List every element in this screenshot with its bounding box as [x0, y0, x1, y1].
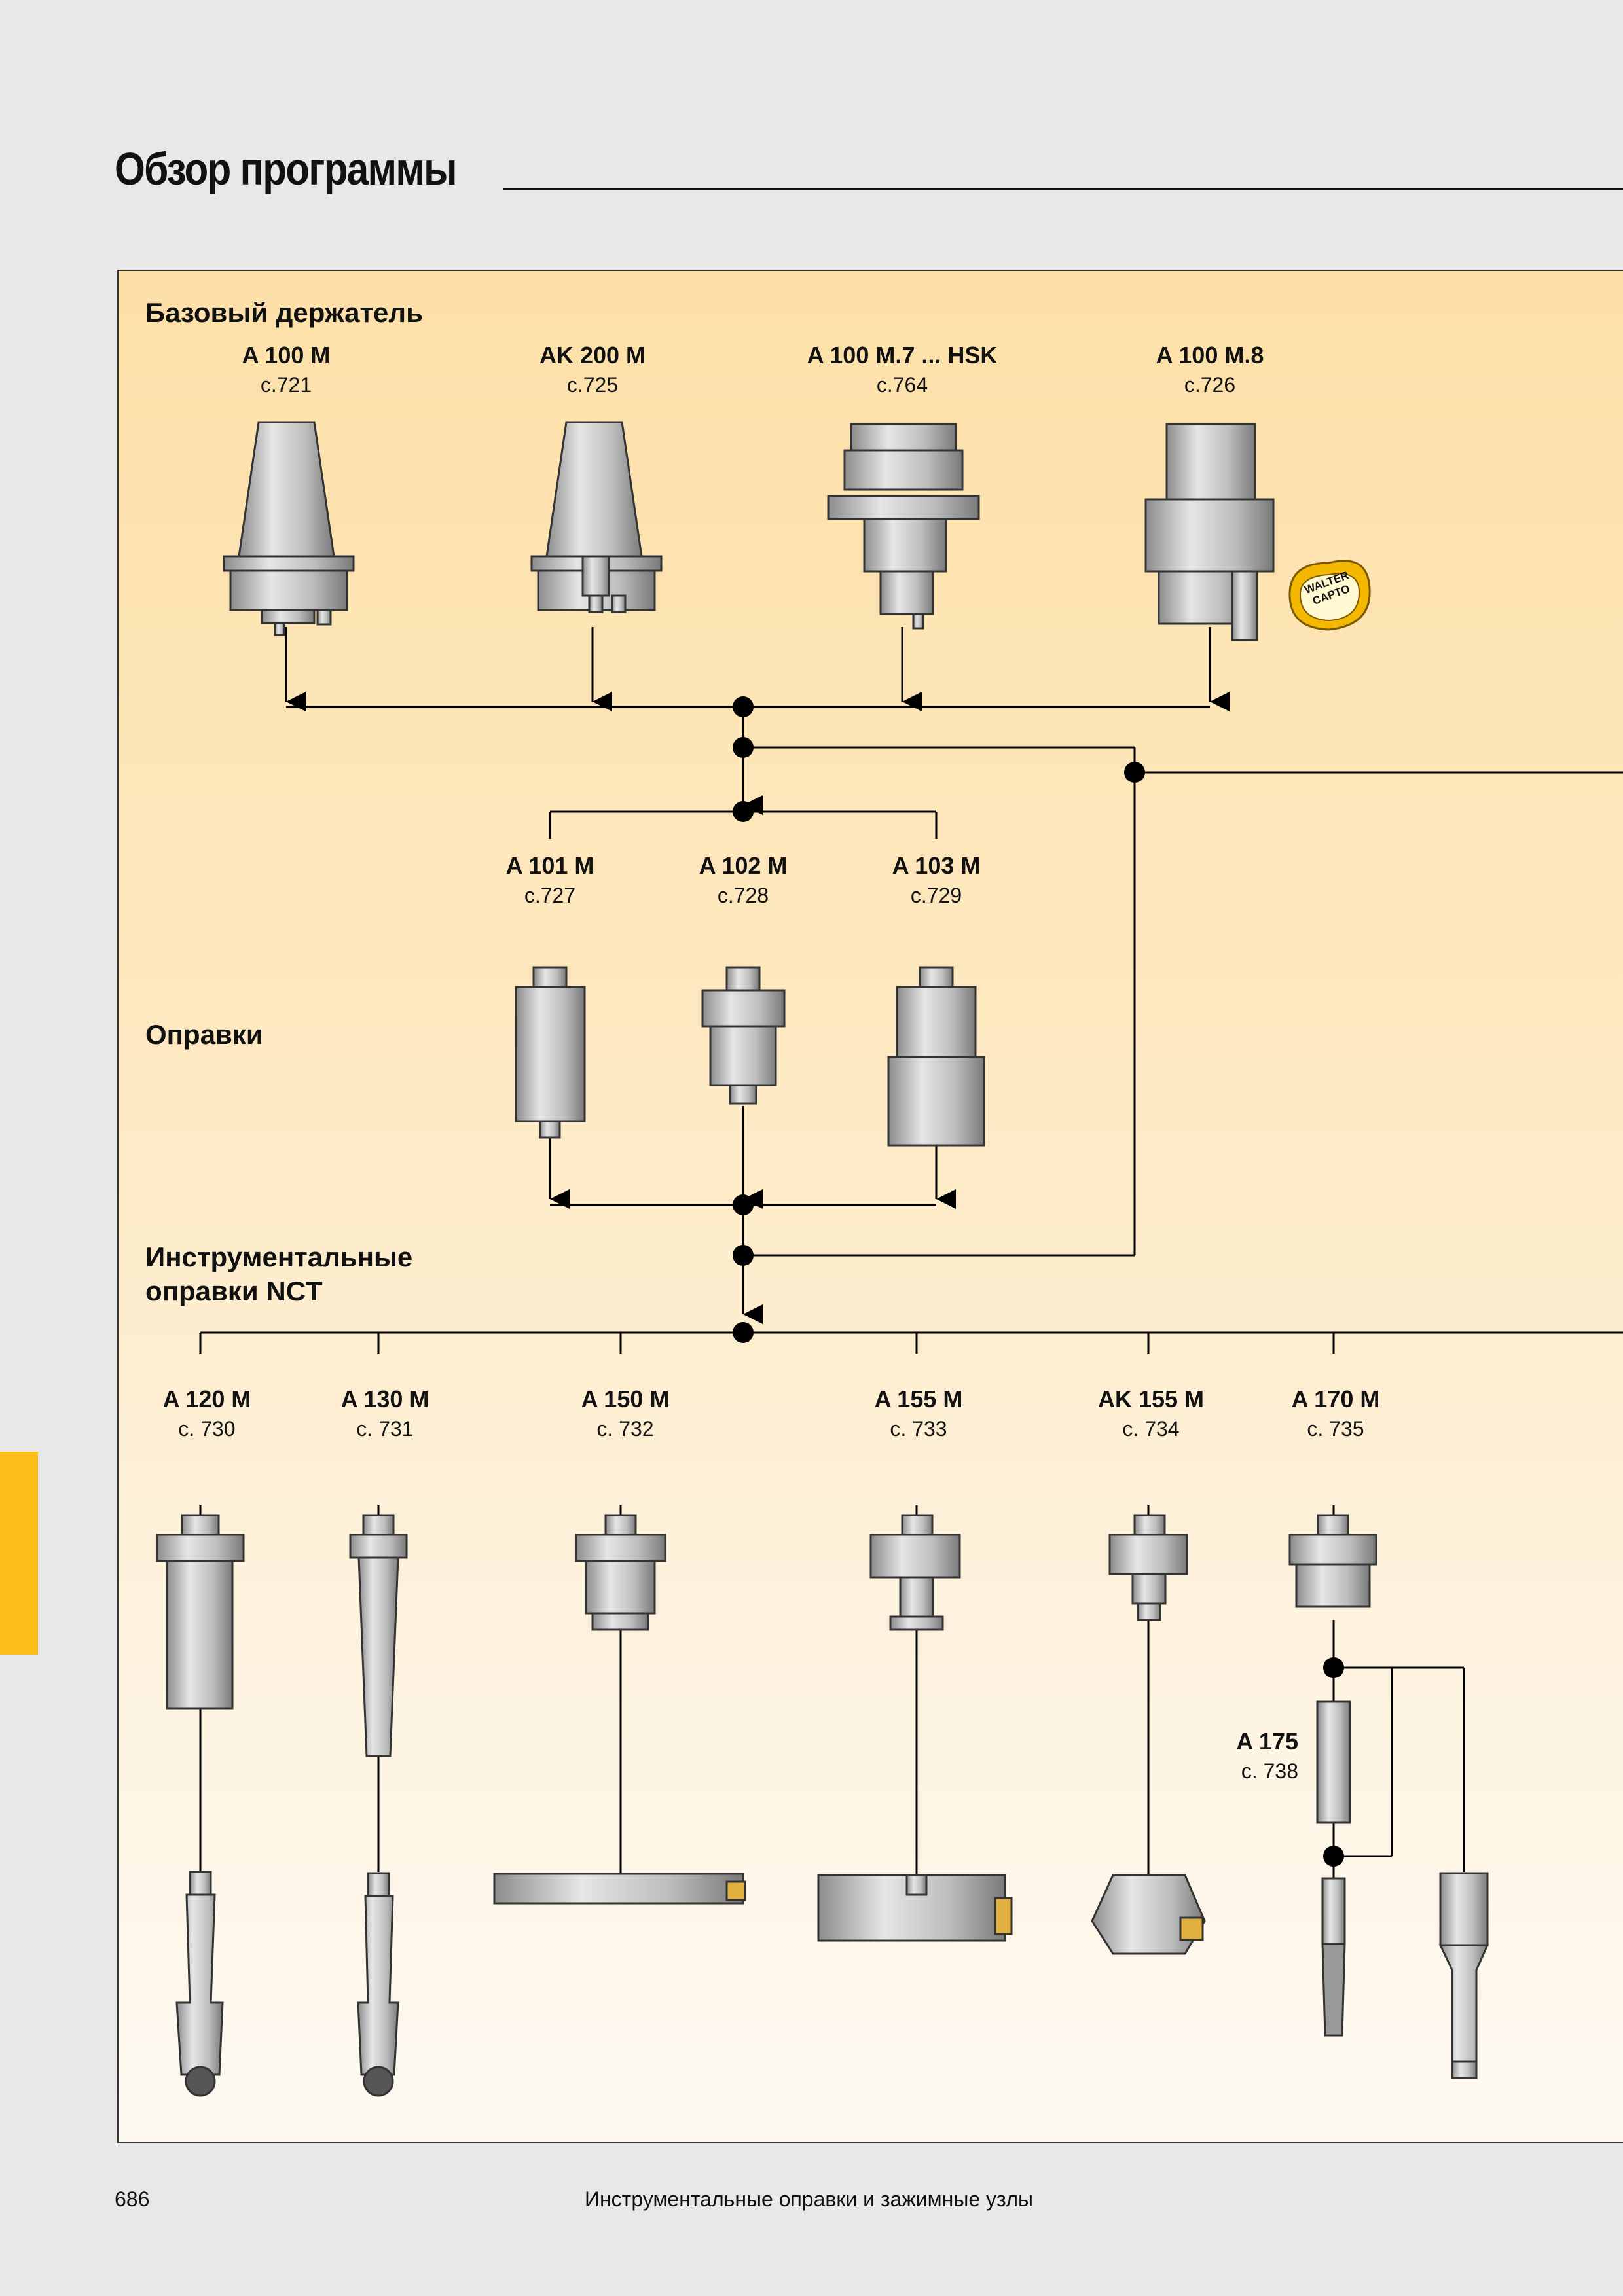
nct-holder-page: с. 731 [356, 1417, 414, 1441]
title-rule [503, 188, 1623, 190]
nct-holder-label: AK 155 M с. 734 [1046, 1384, 1256, 1443]
extension-name: A 175 [1236, 1728, 1298, 1755]
nct-holder-name: A 170 M [1291, 1386, 1380, 1412]
base-holder-name: A 100 M [242, 342, 331, 368]
base-holder-page: с.764 [876, 373, 928, 397]
base-holder-page: с.721 [260, 373, 312, 397]
page-number: 686 [115, 2187, 150, 2211]
adapter-label: A 102 M с.728 [638, 851, 848, 910]
adapter-name: A 103 M [892, 852, 981, 879]
section-nct-holders: Инструментальные оправки NCT [145, 1242, 413, 1306]
base-holder-page: с.725 [566, 373, 619, 397]
nct-holder-page: с. 735 [1307, 1417, 1364, 1441]
adapter-name: A 102 M [699, 852, 788, 879]
base-holder-name: A 100 M.7 ... HSK [807, 342, 998, 368]
nct-holder-page: с. 733 [890, 1417, 947, 1441]
nct-holder-label: A 155 M с. 733 [814, 1384, 1023, 1443]
adapter-page: с.728 [717, 884, 769, 907]
base-holder-page: с.726 [1184, 373, 1236, 397]
chapter-tab [0, 1452, 38, 1655]
section-base-holders: Базовый держатель [145, 297, 423, 328]
nct-holder-page: с. 734 [1122, 1417, 1180, 1441]
adapter-label: A 103 M с.729 [831, 851, 1041, 910]
base-holder-label: AK 200 M с.725 [488, 340, 697, 399]
base-holder-label: A 100 M с.721 [181, 340, 391, 399]
adapter-label: A 101 M с.727 [445, 851, 655, 910]
extension-label: A 175 с. 738 [1102, 1727, 1298, 1785]
extension-page: с. 738 [1241, 1759, 1298, 1783]
nct-holder-name: A 130 M [340, 1386, 429, 1412]
nct-holder-label: A 130 M с. 731 [280, 1384, 490, 1443]
adapter-name: A 101 M [505, 852, 594, 879]
nct-holder-name: A 150 M [581, 1386, 670, 1412]
overview-panel [117, 270, 1623, 2143]
nct-holder-label: A 170 M с. 735 [1231, 1384, 1440, 1443]
nct-holder-page: с. 732 [596, 1417, 654, 1441]
section-adapters: Оправки [145, 1019, 263, 1050]
page-title: Обзор программы [115, 143, 458, 194]
adapter-page: с.729 [910, 884, 962, 907]
capto-logo-shape [1288, 560, 1371, 631]
nct-holder-label: A 120 M с. 730 [102, 1384, 312, 1443]
footer-text: Инструментальные оправки и зажимные узлы [585, 2187, 1034, 2211]
base-holder-name: AK 200 M [539, 342, 646, 368]
adapter-page: с.727 [524, 884, 576, 907]
nct-holder-name: AK 155 M [1097, 1386, 1205, 1412]
base-holder-label: A 100 M.7 ... HSK с.764 [771, 340, 1033, 399]
base-holder-name: A 100 M.8 [1156, 342, 1264, 368]
nct-holder-page: с. 730 [178, 1417, 236, 1441]
nct-holder-name: A 120 M [162, 1386, 251, 1412]
nct-holder-label: A 150 M с. 732 [520, 1384, 730, 1443]
base-holder-label: A 100 M.8 с.726 [1105, 340, 1315, 399]
nct-holder-name: A 155 M [874, 1386, 963, 1412]
